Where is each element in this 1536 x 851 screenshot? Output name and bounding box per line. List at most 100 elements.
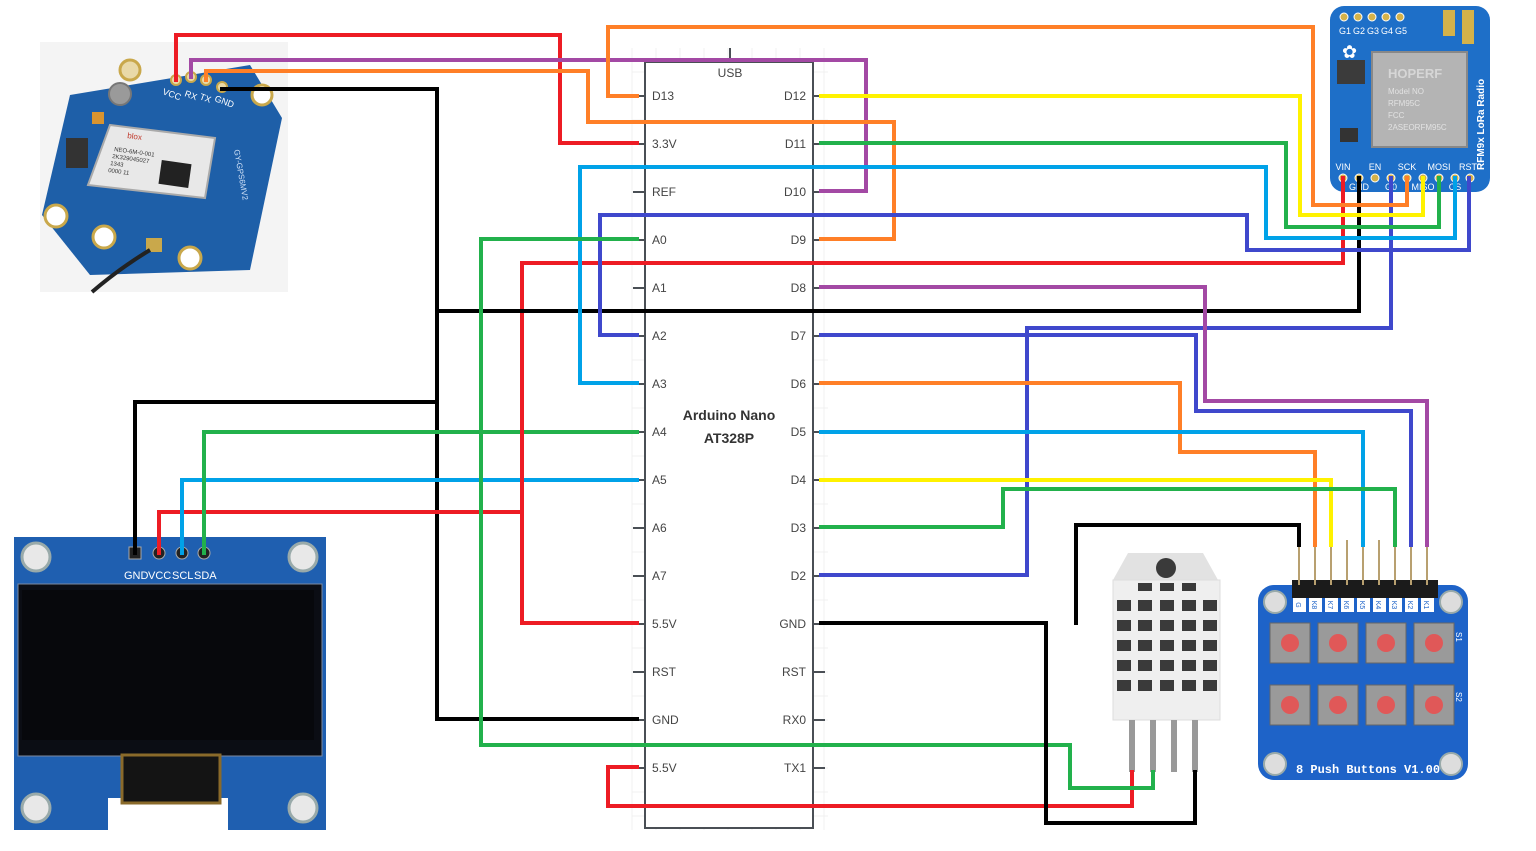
gps-capacitor: [92, 112, 104, 124]
lora-pin-label: G1: [1339, 26, 1351, 36]
gps-pin-label-tx: TX: [198, 91, 212, 104]
nano-pin-d10[interactable]: D10: [784, 185, 825, 199]
nano-pin-gnd[interactable]: GND: [633, 713, 679, 727]
keypad-side-label-s1: S1: [1454, 632, 1463, 642]
button-cap: [1377, 696, 1395, 714]
nano-pin-ref[interactable]: REF: [633, 185, 676, 199]
pin-label: A4: [652, 425, 667, 439]
keypad-pin-label: K6: [1342, 601, 1349, 610]
nano-pin-d13[interactable]: D13: [633, 89, 674, 103]
oled-mount-hole: [287, 541, 319, 573]
dht-vent: [1182, 583, 1196, 591]
wire-dht-gnd: [819, 621, 1197, 825]
keypad-mount-hole: [1263, 752, 1287, 776]
keypad-button[interactable]: [1413, 622, 1455, 664]
lora-pin-g1[interactable]: [1339, 12, 1349, 22]
oled-pin-label-vcc: VCC: [148, 570, 171, 582]
nano-pin-rst[interactable]: RST: [633, 665, 677, 679]
dht-sensor[interactable]: [1112, 553, 1221, 772]
lora-pin-label: EN: [1369, 162, 1382, 172]
lora-chip-text: Model NO: [1388, 87, 1424, 96]
oled-mount-hole: [287, 792, 319, 824]
lora-pin[interactable]: [1370, 173, 1380, 183]
pin-label: D12: [784, 89, 806, 103]
pin-label: D4: [791, 473, 807, 487]
lora-pin-g2[interactable]: [1353, 12, 1363, 22]
nano-pin-d11[interactable]: D11: [785, 137, 825, 151]
nano-pin-a1[interactable]: A1: [633, 281, 667, 295]
dht-vent: [1138, 583, 1152, 591]
keypad-pin-label-bg: [1389, 598, 1402, 612]
usb-label: USB: [718, 66, 743, 80]
keypad-pin-label-bg: [1373, 598, 1386, 612]
keypad-pin-label-bg: [1405, 598, 1418, 612]
lora-pin-label: SCK: [1398, 162, 1417, 172]
nano-pin-33v[interactable]: 3.3V: [633, 137, 677, 151]
keypad-pin-label: K1: [1422, 601, 1429, 610]
nano-pin-gnd[interactable]: GND: [779, 617, 825, 631]
nano-pin-a7[interactable]: A7: [633, 569, 667, 583]
wire-keypad-k8-d6: [819, 381, 1317, 547]
nano-pin-rx0[interactable]: RX0: [783, 713, 825, 727]
lora-pin-g3[interactable]: [1367, 12, 1377, 22]
pin-label: A2: [652, 329, 667, 343]
keypad-button[interactable]: [1317, 684, 1359, 726]
pin-label: A7: [652, 569, 667, 583]
nano-pin-d12[interactable]: D12: [784, 89, 825, 103]
pin-label: RST: [652, 665, 677, 679]
wire-keypad-k2-d7: [819, 333, 1413, 547]
keypad-button[interactable]: [1365, 684, 1407, 726]
oled-module[interactable]: GND VCC SCL SDA: [14, 537, 326, 833]
gps-chip-text: 1343: [110, 161, 125, 169]
keypad-pin-label-bg: [1309, 598, 1322, 612]
oled-pin-label-gnd: GND: [124, 570, 149, 582]
keypad-button[interactable]: [1269, 684, 1311, 726]
gps-module[interactable]: blox NEO-6M-0-001 2K329045027 1343 0000 …: [40, 42, 288, 294]
dht-pin-2: [1150, 720, 1156, 772]
nano-pin-55v[interactable]: 5.5V: [633, 761, 677, 775]
nano-pin-a6[interactable]: A6: [633, 521, 667, 535]
dht-vent: [1203, 660, 1217, 671]
button-cap: [1281, 634, 1299, 652]
lora-chip-text: RFM95C: [1388, 99, 1420, 108]
gps-eeprom: [66, 138, 88, 168]
dht-vent: [1160, 620, 1174, 631]
dht-vent: [1203, 640, 1217, 651]
oled-mount-hole: [20, 541, 52, 573]
keypad-button[interactable]: [1317, 622, 1359, 664]
keypad-pin-label-bg: [1293, 598, 1306, 612]
dht-vent: [1182, 620, 1196, 631]
nano-pin-rst[interactable]: RST: [782, 665, 825, 679]
lora-chip-text: 2ASEORFM95C: [1388, 123, 1447, 132]
gps-datamatrix: [158, 160, 192, 188]
dht-vent: [1138, 600, 1152, 611]
lora-antenna-pad: [1443, 10, 1455, 36]
lora-pin-g5[interactable]: [1395, 12, 1405, 22]
dht-vent: [1182, 640, 1196, 651]
keypad-pin-label: K2: [1406, 601, 1413, 610]
oled-screen: [22, 590, 314, 740]
dht-pin-4: [1192, 720, 1198, 772]
lora-pin-g4[interactable]: [1381, 12, 1391, 22]
pin-label: GND: [779, 617, 806, 631]
lora-antenna-pad: [1462, 10, 1474, 44]
lora-rf-module: [1371, 51, 1468, 148]
keypad-button[interactable]: [1365, 622, 1407, 664]
dht-vent: [1138, 660, 1152, 671]
pin-label: 3.3V: [652, 137, 677, 151]
keypad-buttons: [1269, 622, 1455, 726]
nano-pin-tx1[interactable]: TX1: [784, 761, 825, 775]
dht-pin-3: [1171, 720, 1177, 772]
keypad-button[interactable]: [1269, 622, 1311, 664]
keypad-board: [1258, 585, 1468, 780]
dht-vent: [1160, 680, 1174, 691]
nano-pin-55v[interactable]: 5.5V: [633, 617, 677, 631]
wire-lora-g0-d2: [819, 176, 1393, 577]
pin-label: D5: [791, 425, 807, 439]
wire-oled-sda-a4: [202, 430, 639, 555]
keypad-button[interactable]: [1413, 684, 1455, 726]
